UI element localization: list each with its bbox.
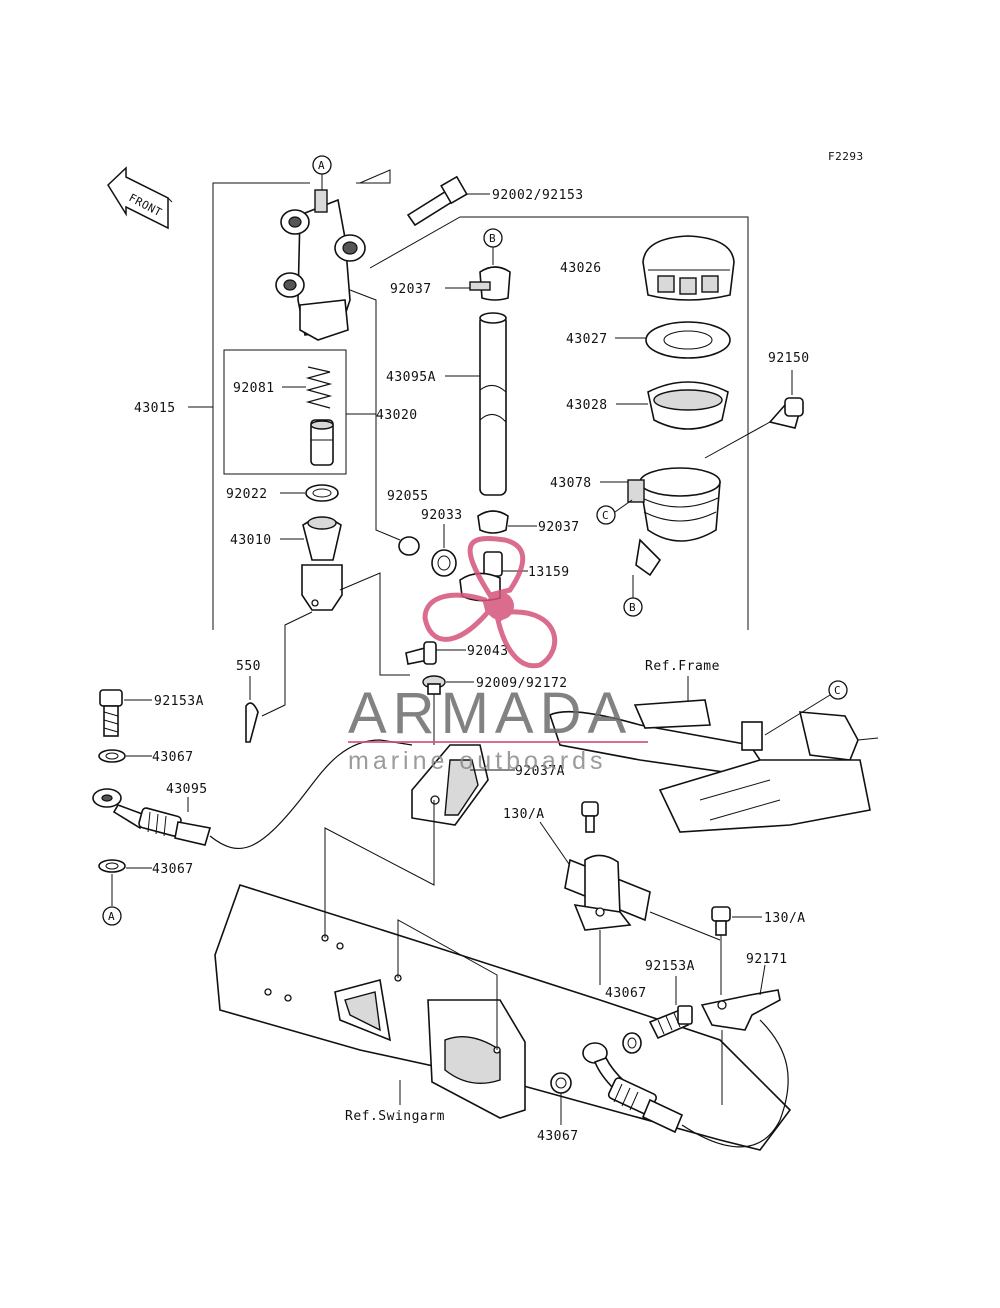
label-92150: 92150 <box>768 351 810 366</box>
label-92171: 92171 <box>746 952 788 967</box>
callout-a-top: A <box>312 155 332 190</box>
svg-text:B: B <box>489 232 496 245</box>
pin-92043: 92043 <box>405 641 509 665</box>
label-92153A-top: 92153A <box>154 694 204 709</box>
hose-clip-mid: 92037 <box>477 510 580 535</box>
bracket-92037A: 92037A <box>411 744 565 826</box>
label-43067-d: 43067 <box>537 1129 579 1144</box>
washer-92033: 92033 <box>421 508 463 577</box>
master-cylinder-body <box>275 189 366 341</box>
callout-b-top: B <box>483 228 503 265</box>
label-92037-mid: 92037 <box>538 520 580 535</box>
diaphragm: 43028 <box>566 381 729 430</box>
bolt-92009: 92009/92172 <box>422 675 568 745</box>
svg-text:A: A <box>108 910 115 923</box>
callout-c-right: C <box>828 680 848 700</box>
propeller-logo-icon <box>422 536 558 669</box>
label-43078: 43078 <box>550 476 592 491</box>
washer-43067-d: 43067 <box>537 1072 579 1144</box>
o-ring-92055: 92055 <box>349 289 429 556</box>
reservoir-tank: 43078 <box>550 467 721 577</box>
washer-43067-a: 43067 <box>98 749 194 765</box>
svg-text:A: A <box>318 159 325 172</box>
label-43010: 43010 <box>230 533 272 548</box>
figure-code: F2293 <box>828 150 864 163</box>
label-92009: 92009/92172 <box>476 676 568 691</box>
linkage-lines <box>261 572 410 717</box>
label-92037A: 92037A <box>515 764 565 779</box>
push-rod: 43010 <box>230 516 343 611</box>
washer-43067-b: 43067 <box>98 859 194 877</box>
hose-clip-top: 92037 <box>390 266 511 301</box>
label-43067-a: 43067 <box>152 750 194 765</box>
label-43095A: 43095A <box>386 370 436 385</box>
hose-clamp <box>564 854 721 985</box>
piston-kit-box: 43020 92081 <box>223 349 418 475</box>
brake-hose-bottom <box>582 1019 789 1148</box>
label-130A-top: 130/A <box>503 807 545 822</box>
callout-a-bottom: A <box>102 874 122 926</box>
ref-swingarm: Ref.Swingarm <box>214 800 792 1151</box>
callout-c-left: C <box>596 499 633 525</box>
bolt-92153A-bottom: 92153A <box>645 959 695 1040</box>
reservoir-hose: 43095A <box>386 312 507 496</box>
diaphragm-plate: 43027 <box>566 321 731 359</box>
ref-frame: Ref.Frame <box>549 659 879 833</box>
callout-b-bottom: B <box>623 575 643 617</box>
svg-text:C: C <box>602 509 609 522</box>
svg-text:C: C <box>834 684 841 697</box>
screw-92150: 92150 <box>704 351 810 459</box>
svg-text:B: B <box>629 601 636 614</box>
bolt-92153A-top: 92153A <box>99 689 204 737</box>
front-arrow-icon: FRONT <box>107 166 173 230</box>
brake-hose-43095: 43095 <box>92 739 413 850</box>
label-92153A-bottom: 92153A <box>645 959 695 974</box>
label-92081: 92081 <box>233 381 275 396</box>
label-92043: 92043 <box>467 644 509 659</box>
label-43027: 43027 <box>566 332 608 347</box>
label-92037-top: 92037 <box>390 282 432 297</box>
circlip-92022: 92022 <box>226 484 339 502</box>
label-550: 550 <box>236 659 261 674</box>
label-43095: 43095 <box>166 782 208 797</box>
label-43026: 43026 <box>560 261 602 276</box>
label-92022: 92022 <box>226 487 268 502</box>
watermark-brand: ARMADA <box>348 681 632 746</box>
label-92002: 92002/92153 <box>492 188 584 203</box>
label-43015: 43015 <box>134 401 176 416</box>
bolt-130A-right: 130/A <box>711 906 806 995</box>
bolt-130A-top: 130/A <box>503 801 599 881</box>
label-43028: 43028 <box>566 398 608 413</box>
label-92033: 92033 <box>421 508 463 523</box>
cotter-pin-550: 550 <box>236 659 261 743</box>
watermark-tagline: marine outboards <box>348 747 607 775</box>
watermark: ARMADA marine outboards <box>348 536 648 775</box>
label-ref-swingarm: Ref.Swingarm <box>345 1109 445 1124</box>
label-43067-b: 43067 <box>152 862 194 877</box>
label-130A-right: 130/A <box>764 911 806 926</box>
label-92055: 92055 <box>387 489 429 504</box>
washer-43067-c: 43067 <box>605 986 647 1054</box>
label-43067-c: 43067 <box>605 986 647 1001</box>
label-ref-frame: Ref.Frame <box>645 659 720 674</box>
reservoir-cap: 43026 <box>560 235 735 301</box>
label-43020: 43020 <box>376 408 418 423</box>
bracket-92171: 92171 <box>700 952 788 1105</box>
label-13159: 13159 <box>528 565 570 580</box>
assembly-leader-lines <box>188 169 749 630</box>
banjo-bolt: 92002/92153 <box>406 175 584 227</box>
